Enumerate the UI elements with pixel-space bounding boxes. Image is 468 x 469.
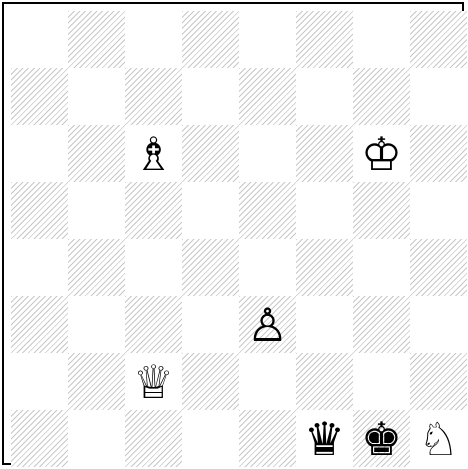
square-a5[interactable] (11, 182, 68, 239)
square-a6[interactable] (11, 125, 68, 182)
square-e6[interactable] (239, 125, 296, 182)
square-d8[interactable] (182, 11, 239, 68)
square-e8[interactable] (239, 11, 296, 68)
square-f6[interactable] (296, 125, 353, 182)
square-e7[interactable] (239, 68, 296, 125)
white-pawn-icon[interactable]: ♙ (239, 296, 296, 353)
square-f5[interactable] (296, 182, 353, 239)
black-king-icon[interactable]: ♚ (353, 410, 410, 467)
square-g3[interactable] (353, 296, 410, 353)
square-a4[interactable] (11, 239, 68, 296)
square-c3[interactable] (125, 296, 182, 353)
square-g5[interactable] (353, 182, 410, 239)
square-h6[interactable] (410, 125, 467, 182)
square-b8[interactable] (68, 11, 125, 68)
square-g7[interactable] (353, 68, 410, 125)
square-c4[interactable] (125, 239, 182, 296)
square-f7[interactable] (296, 68, 353, 125)
square-h3[interactable] (410, 296, 467, 353)
square-b2[interactable] (68, 353, 125, 410)
square-d5[interactable] (182, 182, 239, 239)
square-h2[interactable] (410, 353, 467, 410)
square-f2[interactable] (296, 353, 353, 410)
square-b5[interactable] (68, 182, 125, 239)
square-a2[interactable] (11, 353, 68, 410)
square-d1[interactable] (182, 410, 239, 467)
black-queen-icon[interactable]: ♛ (296, 410, 353, 467)
square-f8[interactable] (296, 11, 353, 68)
square-b4[interactable] (68, 239, 125, 296)
square-f3[interactable] (296, 296, 353, 353)
square-c5[interactable] (125, 182, 182, 239)
square-e4[interactable] (239, 239, 296, 296)
square-e1[interactable] (239, 410, 296, 467)
square-f4[interactable] (296, 239, 353, 296)
square-c1[interactable] (125, 410, 182, 467)
square-b7[interactable] (68, 68, 125, 125)
square-h4[interactable] (410, 239, 467, 296)
square-h8[interactable] (410, 11, 467, 68)
square-d7[interactable] (182, 68, 239, 125)
square-a7[interactable] (11, 68, 68, 125)
square-a3[interactable] (11, 296, 68, 353)
white-queen-icon[interactable]: ♕ (125, 353, 182, 410)
square-d3[interactable] (182, 296, 239, 353)
square-d6[interactable] (182, 125, 239, 182)
square-h7[interactable] (410, 68, 467, 125)
square-d2[interactable] (182, 353, 239, 410)
square-g2[interactable] (353, 353, 410, 410)
square-b6[interactable] (68, 125, 125, 182)
square-e2[interactable] (239, 353, 296, 410)
white-knight-icon[interactable]: ♘ (410, 410, 467, 467)
square-c8[interactable] (125, 11, 182, 68)
square-b3[interactable] (68, 296, 125, 353)
white-bishop-icon[interactable]: ♗ (125, 125, 182, 182)
square-a8[interactable] (11, 11, 68, 68)
square-g8[interactable] (353, 11, 410, 68)
square-e5[interactable] (239, 182, 296, 239)
square-g4[interactable] (353, 239, 410, 296)
square-d4[interactable] (182, 239, 239, 296)
chess-board-frame: ♗ ♔ ♙ ♕ ♛♚♘ (2, 2, 464, 465)
white-king-icon[interactable]: ♔ (353, 125, 410, 182)
square-b1[interactable] (68, 410, 125, 467)
square-a1[interactable] (11, 410, 68, 467)
square-c7[interactable] (125, 68, 182, 125)
square-h5[interactable] (410, 182, 467, 239)
